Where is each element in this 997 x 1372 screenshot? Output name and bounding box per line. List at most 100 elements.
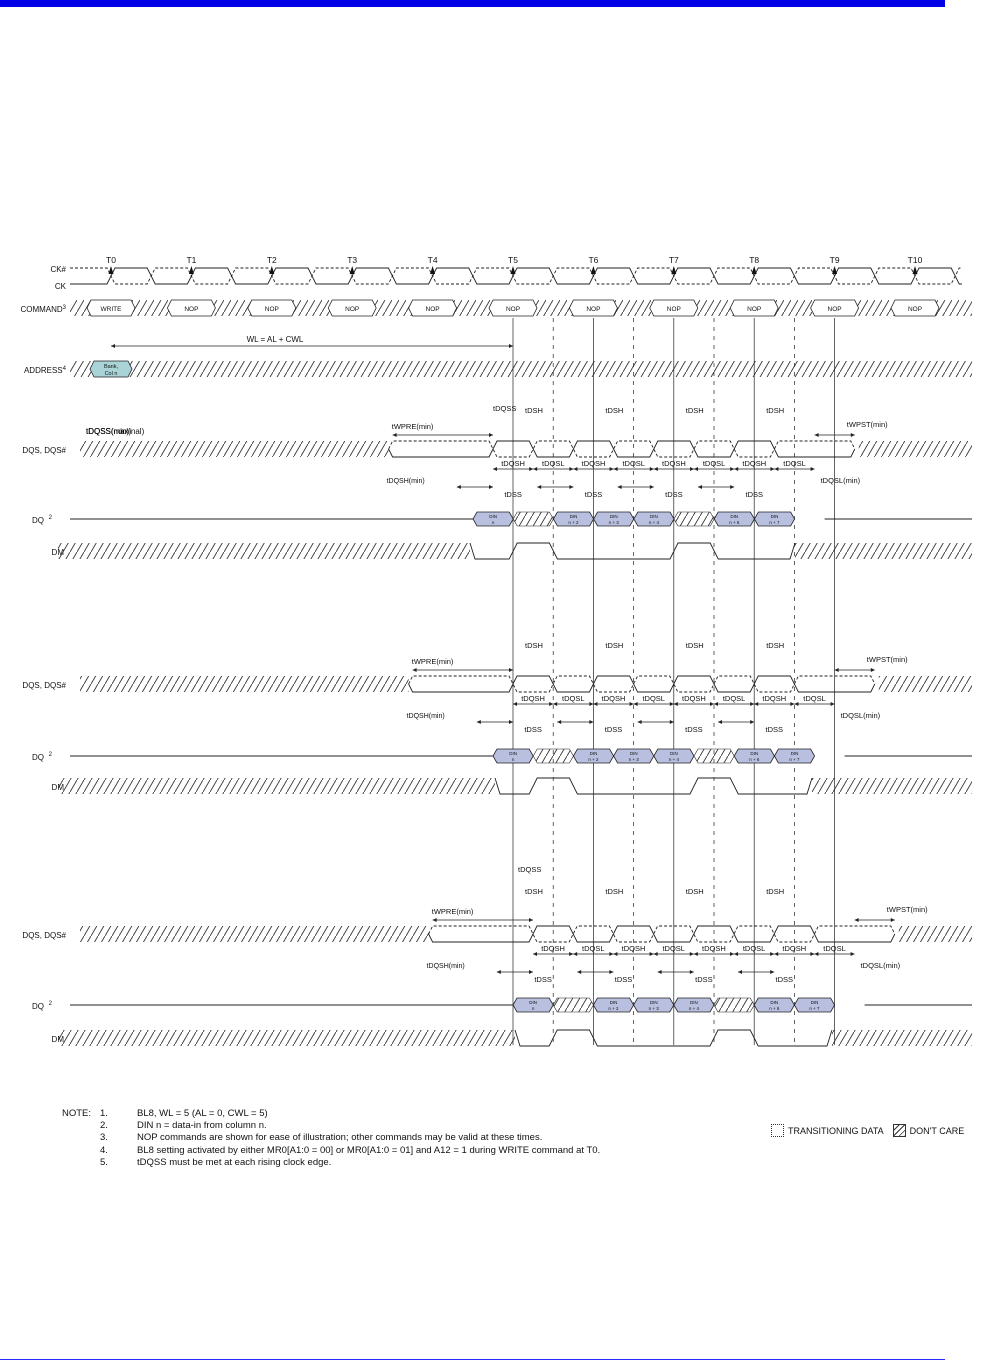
note-number: 4. — [100, 1144, 108, 1156]
dqs-label: DQS, DQS# — [22, 446, 66, 455]
dq-data-label: n + 4 — [689, 1006, 700, 1011]
dq-data-prefix: DIN — [690, 1000, 698, 1005]
dq-data-label: n + 2 — [608, 1006, 619, 1011]
tdqsh-arrow-head-left — [493, 467, 497, 471]
dq-sup: 2 — [49, 752, 53, 758]
dq-data-prefix: DIN — [770, 1000, 778, 1005]
dq-data-prefix: DIN — [650, 1000, 658, 1005]
note-item: 4.BL8 setting activated by either MR0[A1… — [62, 1145, 600, 1157]
tdqsh-arrow-head-right — [690, 467, 694, 471]
tdsh-label: tDSH — [605, 641, 623, 650]
tdqsh-label: tDQSH — [782, 944, 806, 953]
tdss-label: tDSS — [685, 725, 703, 734]
clock-edge-label: T3 — [347, 255, 357, 265]
clock-edge-label: T6 — [588, 255, 598, 265]
dq-data-prefix: DIN — [650, 514, 658, 519]
note-item: 2.DIN n = data-in from column n. — [62, 1120, 600, 1132]
dq-data-label: n + 7 — [769, 520, 780, 525]
edge-arrow — [108, 266, 114, 274]
dq-dont-care-slot — [512, 511, 554, 527]
dm-label: DM — [52, 548, 65, 557]
command-item: NOP — [667, 306, 681, 313]
command-item: NOP — [506, 306, 520, 313]
dq-data-slot — [753, 511, 796, 527]
twpst-arrow-head-left — [854, 918, 859, 922]
command-item: NOP — [908, 306, 922, 313]
tdss-arrow-head-right — [649, 485, 654, 489]
tdqsl-arrow-head-left — [633, 702, 638, 706]
command-box — [247, 299, 297, 317]
twpre-arrow-head-right — [529, 918, 533, 922]
dm-label: DM — [52, 783, 65, 792]
twpst-arrow-head-left — [814, 433, 819, 437]
dqs-n-waveform — [408, 675, 876, 693]
tdss-arrow-head-right — [529, 970, 533, 974]
edge-arrow — [832, 266, 838, 274]
edge-arrow — [430, 266, 436, 274]
tdqsh-label: tDQSH — [521, 694, 545, 703]
tdqsl-label: tDQSL — [743, 944, 766, 953]
tdss-label: tDSS — [615, 975, 633, 984]
edge-arrow — [188, 266, 194, 274]
note-text: tDQSS must be met at each rising clock e… — [137, 1156, 332, 1168]
dm-dont-care-left — [58, 778, 495, 794]
dq-dont-care-slot — [532, 748, 574, 764]
dqs-dont-care-pre — [80, 926, 429, 942]
tdqsh-arrow-head-left — [613, 952, 618, 956]
tdqsl-arrow-head-right — [810, 467, 815, 471]
dq-dont-care-slot — [693, 748, 735, 764]
tdqsh-label: tDQSH — [622, 944, 646, 953]
twpst-arrow-head-right — [850, 433, 855, 437]
tdqsh-arrow-head-right — [810, 952, 815, 956]
tdqsl-label: tDQSL — [622, 459, 645, 468]
tdqsl-post-label: tDQSL(min) — [821, 476, 861, 485]
dq-data-label: n — [512, 757, 515, 762]
twpst-label: tWPST(min) — [887, 905, 928, 914]
tdqsh-pre-label: tDQSH(min) — [387, 478, 425, 485]
twpre-arrow-head-right — [509, 668, 513, 672]
wl-arrow-head-left — [111, 344, 115, 348]
tdss-label: tDSS — [776, 975, 794, 984]
note-number: 5. — [100, 1156, 108, 1168]
tdss-arrow-head-right — [609, 970, 614, 974]
dm-waveform — [469, 542, 796, 560]
tdqsl-arrow-head-left — [533, 467, 538, 471]
dq-data-slot — [793, 997, 836, 1013]
tdqsl-arrow-head-left — [553, 702, 558, 706]
twpre-label: tWPRE(min) — [412, 657, 454, 666]
tdqsh-arrow-head-right — [770, 467, 775, 471]
dm-dont-care-right — [812, 778, 972, 794]
dq-data-prefix: DIN — [730, 514, 738, 519]
dqs-dont-care-pre — [80, 441, 389, 457]
tdqsl-label: tDQSL — [803, 694, 826, 703]
dq-data-label: n + 6 — [749, 757, 760, 762]
clock-edge-label: T10 — [908, 255, 923, 265]
clock-edge-label: T0 — [106, 255, 116, 265]
dq-dont-care-slot — [673, 511, 715, 527]
command-box — [166, 299, 216, 317]
ck-n-waveform — [70, 267, 962, 285]
command-item: NOP — [345, 306, 359, 313]
edge-arrow — [671, 266, 677, 274]
tdss-arrow-head-right — [730, 485, 735, 489]
tdss-label: tDSS — [665, 490, 683, 499]
transitioning-data-swatch — [771, 1124, 784, 1137]
tdss-label: tDSS — [504, 490, 522, 499]
tdqsl-label: tDQSL — [582, 944, 605, 953]
dq-data-prefix: DIN — [750, 751, 758, 756]
dq-data-prefix: DIN — [509, 751, 517, 756]
tdss-arrow-head-left — [557, 720, 562, 724]
tdqsl-label: tDQSL — [642, 694, 665, 703]
command-box — [729, 299, 779, 317]
tdqsl-arrow-head-right — [730, 467, 735, 471]
tdqsh-arrow-head-right — [790, 702, 795, 706]
tdqss-label: tDQSS(min) — [86, 427, 129, 436]
note-number: 1. — [100, 1108, 108, 1119]
tdqsh-arrow-head-left — [734, 467, 739, 471]
dq-data-label: n + 7 — [789, 757, 800, 762]
edge-arrow — [269, 266, 275, 274]
clock-edge-label: T2 — [267, 255, 277, 265]
dm-label: DM — [52, 1035, 65, 1044]
dq-label: DQ — [32, 516, 44, 525]
